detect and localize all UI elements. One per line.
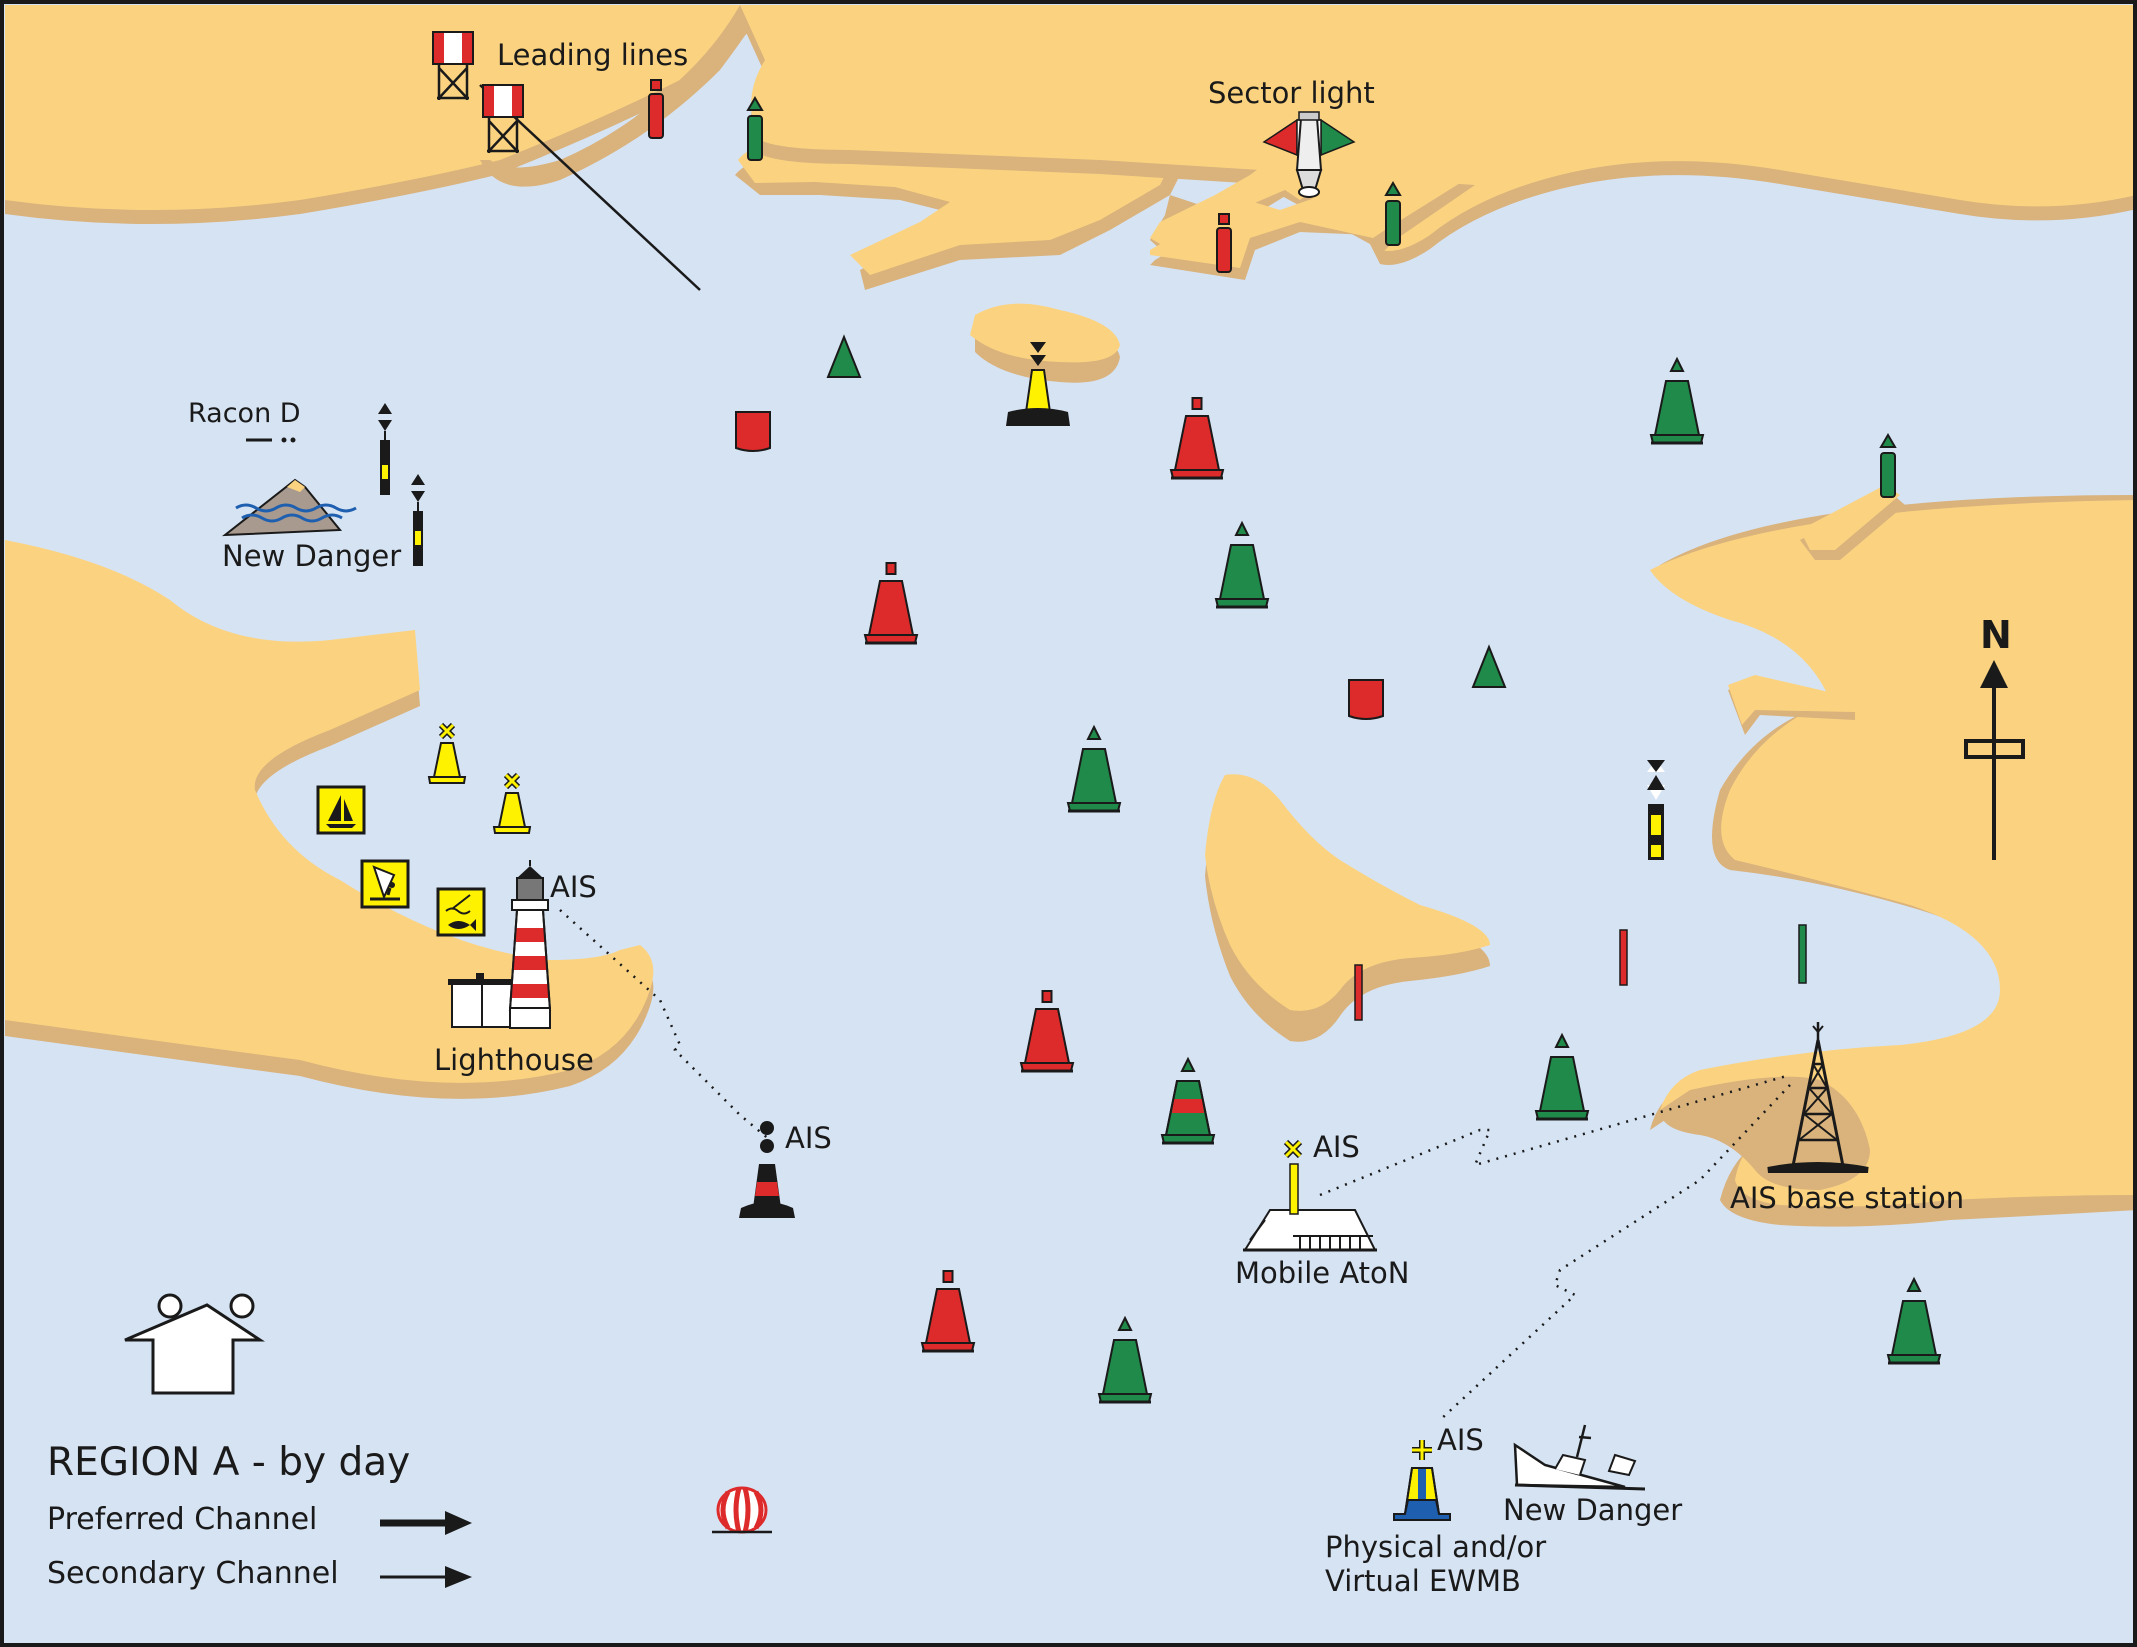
lighthouse-icon <box>448 860 552 1029</box>
secondary-channel-arrow-icon <box>380 1566 472 1588</box>
islet-north <box>970 303 1120 383</box>
starboard-pile-3 <box>1880 434 1896 498</box>
port-spar-east <box>1619 929 1628 986</box>
west-shore <box>5 540 654 1099</box>
racon-morse-icon <box>246 437 296 443</box>
north-arrow-icon <box>1964 660 2025 860</box>
starboard-pile-2 <box>1385 182 1401 246</box>
isolated-danger-ais-label: AIS <box>785 1121 832 1155</box>
mooring-buoy-icon <box>712 1486 772 1534</box>
racon-label: Racon D <box>188 398 301 429</box>
mobile-aton-vessel-icon <box>1243 1139 1377 1252</box>
north-label: N <box>1980 613 2012 657</box>
preferred-channel-arrow-icon <box>380 1511 472 1535</box>
sector-light-icon <box>1262 111 1356 198</box>
cardinal-mark-islet-icon <box>1006 342 1070 426</box>
sailing-area-sign-icon <box>316 785 366 835</box>
east-jetty <box>1728 675 1855 735</box>
direction-of-buoyage-icon <box>124 1293 265 1395</box>
base-station-spit <box>1660 1076 1870 1190</box>
new-danger-rock-icon <box>221 478 357 537</box>
south-east-shore <box>1650 495 2137 1227</box>
emergency-wreck-mark-2-icon <box>411 474 425 566</box>
wreck-icon <box>1513 1424 1646 1491</box>
starboard-spar-east <box>1798 924 1807 984</box>
lighthouse-label: Lighthouse <box>434 1043 594 1077</box>
port-can-2 <box>1348 679 1384 720</box>
legend-title: REGION A - by day <box>47 1440 410 1485</box>
emergency-wreck-mark-1-icon <box>378 403 392 495</box>
port-pile-1 <box>648 79 664 139</box>
lighthouse-ais-label: AIS <box>550 870 597 904</box>
port-pile-2 <box>1216 213 1232 273</box>
ewmb-label-line1: Physical and/or <box>1325 1530 1546 1564</box>
isolated-danger-mark-icon <box>739 1121 795 1218</box>
port-spar-island <box>1354 964 1363 1021</box>
ewmb-ais-label: AIS <box>1437 1423 1484 1457</box>
leading-line-marks-icon <box>432 31 524 153</box>
ais-base-station-label: AIS base station <box>1730 1181 1964 1215</box>
legend: REGION A - by day Preferred Channel Seco… <box>47 1440 472 1591</box>
new-danger-bottom-label: New Danger <box>1503 1493 1682 1527</box>
sector-light-label: Sector light <box>1208 76 1375 110</box>
fishing-area-sign-icon <box>436 887 486 937</box>
ewmb-buoy-icon <box>1393 1440 1451 1521</box>
port-can-1 <box>735 411 771 452</box>
mobile-aton-label: Mobile AtoN <box>1235 1256 1409 1290</box>
cardinal-pile-east-icon <box>1647 760 1665 860</box>
ais-link-ewmb <box>1439 1084 1791 1421</box>
legend-preferred-label: Preferred Channel <box>47 1502 317 1537</box>
ais-link-lighthouse <box>559 909 771 1141</box>
north-east-jetty <box>1800 485 1905 560</box>
windsurfing-area-sign-icon <box>360 859 410 909</box>
new-danger-top-label: New Danger <box>222 539 401 573</box>
preferred-channel-port-nun <box>1160 1056 1216 1145</box>
mobile-aton-ais-label: AIS <box>1313 1130 1360 1164</box>
leading-lines-label: Leading lines <box>497 38 688 72</box>
starboard-pile-1 <box>747 97 763 161</box>
ais-base-station-icon <box>1767 1022 1869 1173</box>
legend-secondary-label: Secondary Channel <box>47 1556 339 1591</box>
island-central <box>1205 774 1490 1042</box>
ewmb-label-line2: Virtual EWMB <box>1325 1564 1521 1598</box>
